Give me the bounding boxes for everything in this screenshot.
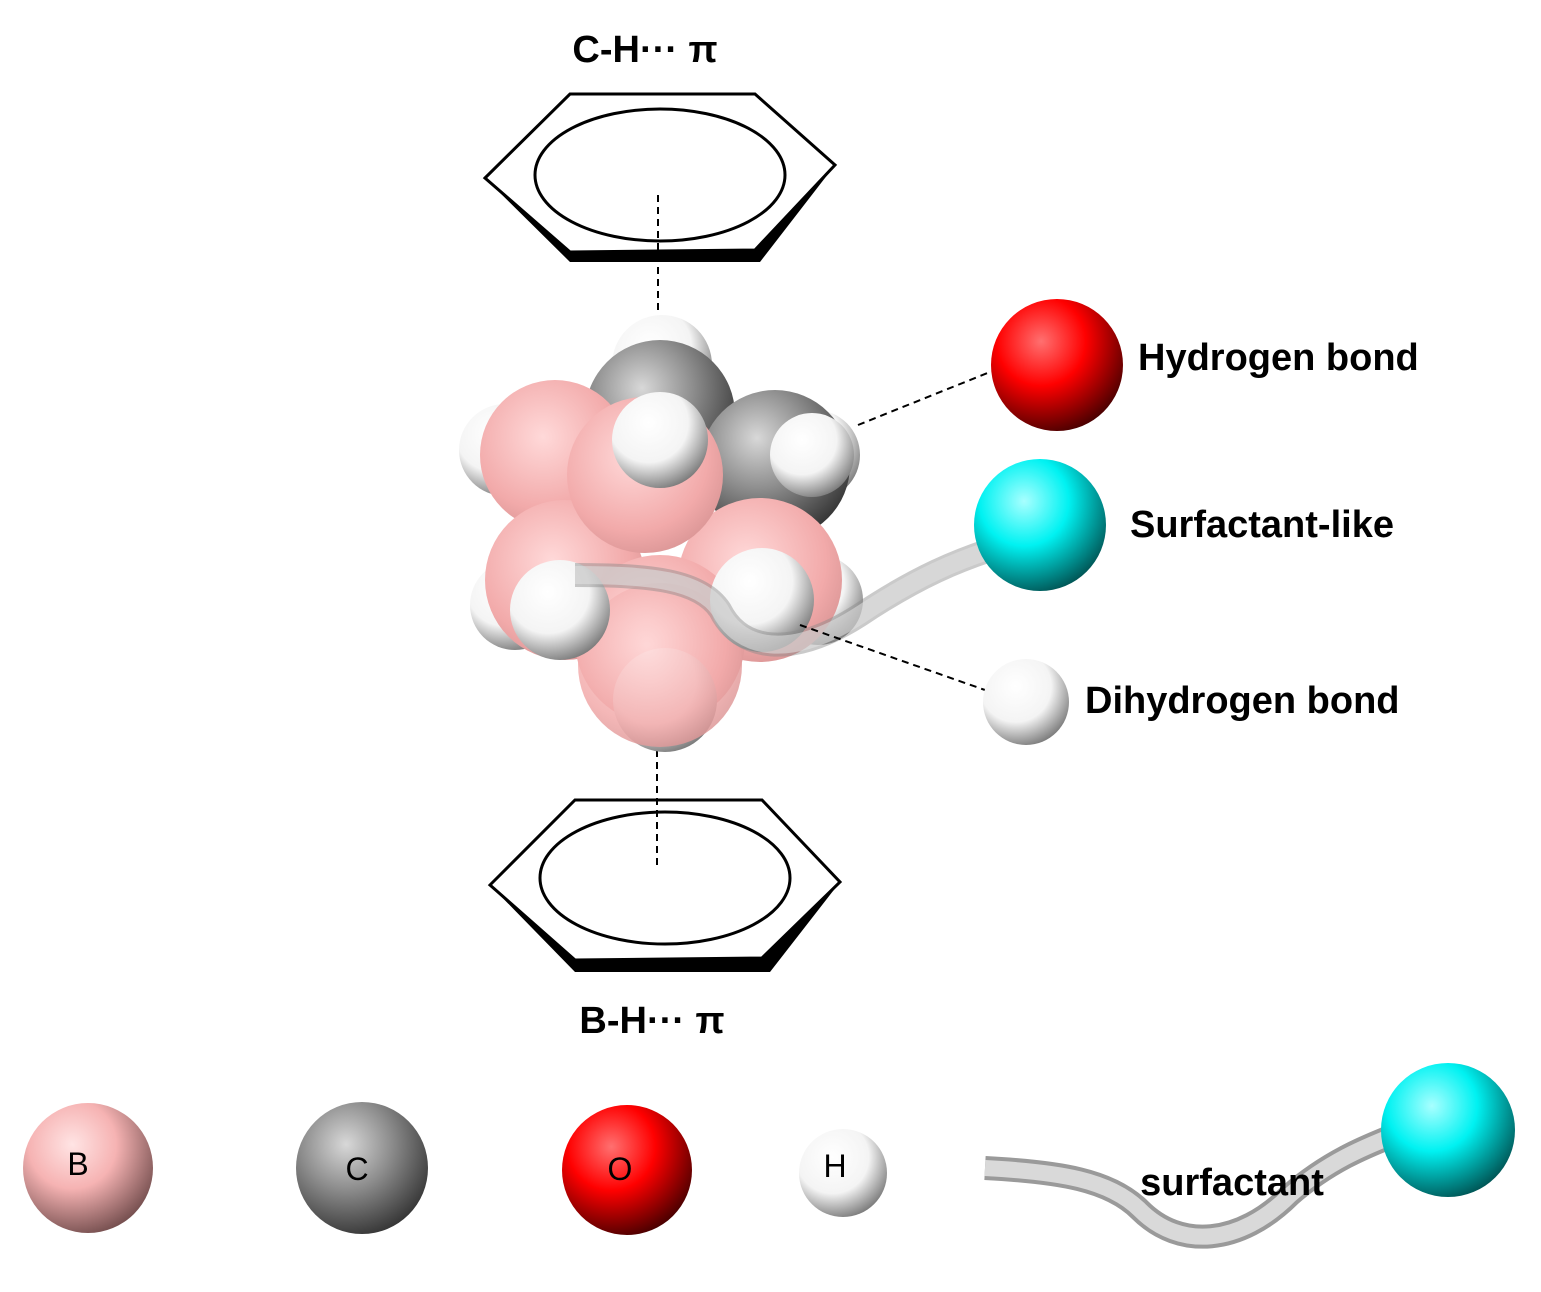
legend-boron: B — [23, 1103, 153, 1233]
dihydrogen-bond-line — [799, 624, 986, 691]
bottom-interaction-label: B-H··· π — [579, 1000, 724, 1042]
oxygen-label: O — [608, 1151, 633, 1187]
boron-label: B — [67, 1146, 88, 1182]
hydrogen-label: H — [823, 1148, 846, 1184]
surfactant-like-label: Surfactant-like — [1130, 504, 1394, 546]
dihydrogen-bond-label: Dihydrogen bond — [1085, 680, 1400, 722]
carborane-molecule — [459, 315, 863, 752]
legend-carbon: C — [296, 1102, 428, 1234]
bottom-aromatic-circle — [538, 810, 792, 946]
hydrogen-sphere — [983, 659, 1069, 745]
surfactant-label: surfactant — [1140, 1162, 1324, 1204]
surfactant-head-legend — [1381, 1063, 1515, 1197]
top-interaction-label: C-H··· π — [572, 29, 717, 71]
legend-hydrogen: H — [799, 1129, 887, 1217]
hydrogen-bond-line — [857, 371, 991, 426]
legend: B C O H surfactant — [23, 1063, 1515, 1249]
bottom-benzene-ring — [487, 750, 843, 972]
oxygen-sphere — [991, 299, 1123, 431]
hydrogen-bond-label: Hydrogen bond — [1138, 337, 1419, 379]
carbon-label: C — [345, 1151, 368, 1187]
carbon-sphere — [296, 1102, 428, 1234]
legend-surfactant: surfactant — [984, 1063, 1515, 1249]
boron-sphere — [23, 1103, 153, 1233]
top-benzene-ring — [482, 92, 838, 315]
hydrogen-legend-sphere — [799, 1129, 887, 1217]
oxygen-legend-sphere — [562, 1105, 692, 1235]
top-aromatic-circle — [533, 107, 787, 243]
surfactant-head-sphere — [974, 459, 1106, 591]
legend-oxygen: O — [562, 1105, 692, 1235]
